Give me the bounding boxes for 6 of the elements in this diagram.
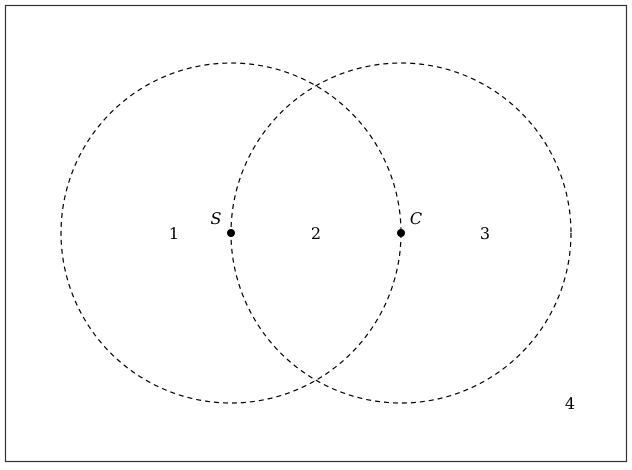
region-number: 4: [564, 395, 576, 413]
point-label: C: [410, 210, 422, 228]
point-label: S: [210, 210, 222, 228]
region-number: 1: [168, 225, 180, 243]
region-number: 2: [310, 225, 322, 243]
region-number: 3: [480, 225, 490, 243]
